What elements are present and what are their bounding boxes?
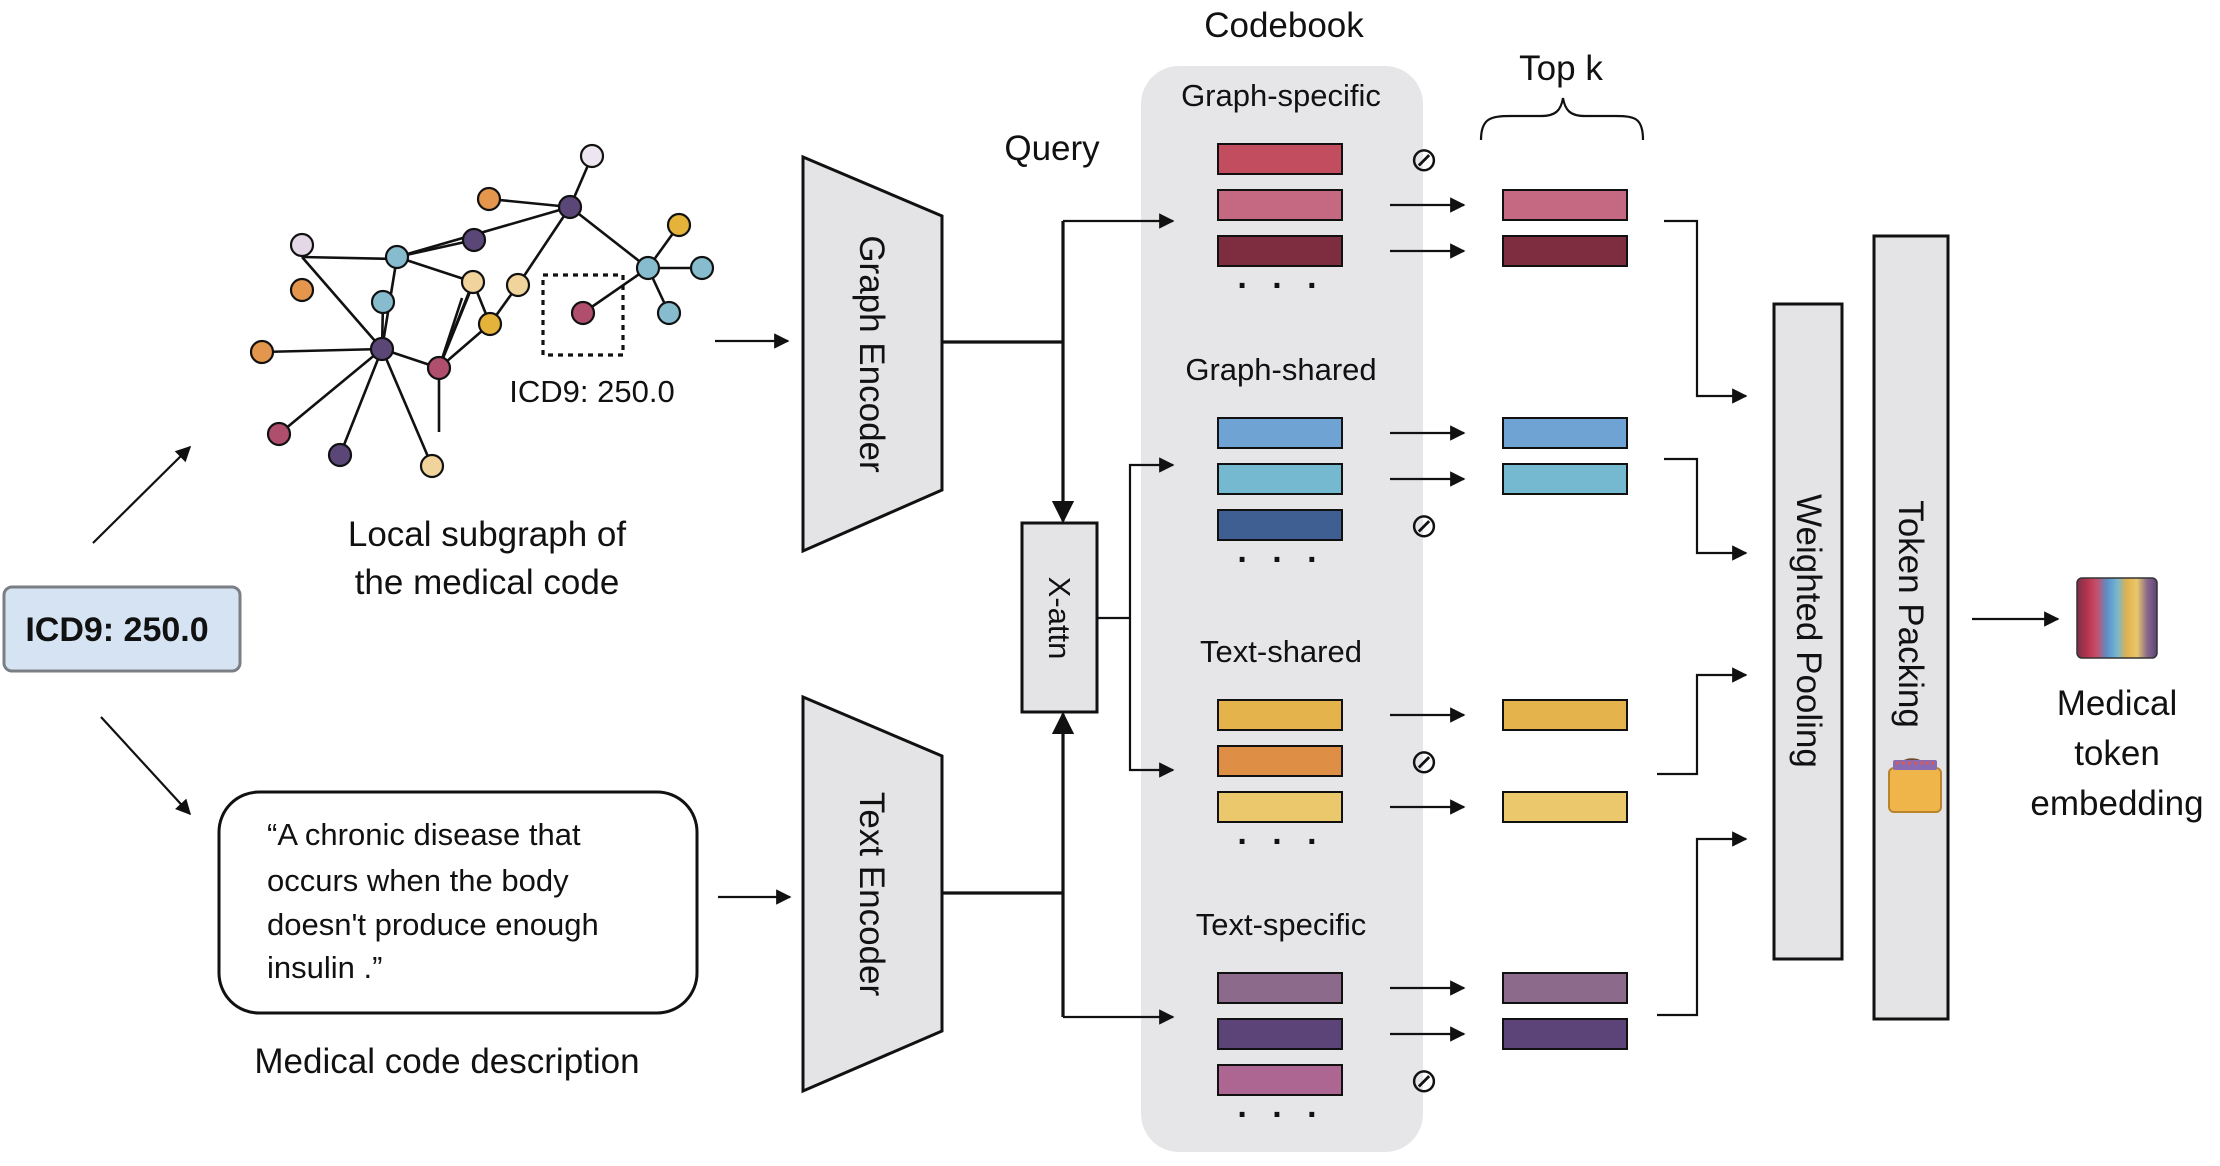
- text-encoder-label: Text Encoder: [852, 792, 891, 997]
- xattn-to-text-shared: [1128, 618, 1175, 778]
- xattn-to-graph-shared: [1128, 457, 1175, 618]
- graph-shared-code-vector-2: [1217, 463, 1343, 495]
- token-packing-label: Token Packing: [1891, 500, 1930, 728]
- graph-encoder-label: Graph Encoder: [852, 235, 891, 473]
- graph-specific-excluded-icon-1: ⊘: [1410, 141, 1439, 179]
- text-specific-topk-vector-1: [1502, 972, 1628, 1004]
- input-code-label: ICD9: 250.0: [25, 611, 208, 649]
- arrow-to-subgraph: [92, 445, 192, 544]
- graph-specific-code-vector-3: [1217, 235, 1343, 267]
- graph-shared-ellipsis: . . .: [1237, 532, 1324, 570]
- graph-shared-topk-vector-2: [1502, 463, 1628, 495]
- description-caption: Medical code description: [254, 1042, 639, 1081]
- text-specific-code-vector-2: [1217, 1018, 1343, 1050]
- text-shared-code-vector-3: [1217, 791, 1343, 823]
- x-attn-label: X-attn: [1042, 577, 1077, 660]
- description-box: [217, 790, 699, 1015]
- graph-shared-code-vector-1: [1217, 417, 1343, 449]
- codebook-panel: [1141, 66, 1423, 1152]
- graph-shared-to-pooling: [1664, 457, 1748, 561]
- graph-specific-to-pooling: [1664, 219, 1748, 404]
- output-caption-line1: Medical: [2057, 684, 2178, 723]
- arrow-to-description: [100, 716, 192, 816]
- subgraph-caption-line2: the medical code: [355, 563, 620, 602]
- text-shared-excluded-icon-2: ⊘: [1410, 743, 1439, 781]
- output-caption-line2: token: [2074, 734, 2160, 773]
- graph-specific-ellipsis: . . .: [1237, 258, 1324, 296]
- graph-shared-code-vector-3: [1217, 509, 1343, 541]
- text-shared-ellipsis: . . .: [1237, 814, 1324, 852]
- text-shared-to-pooling: [1657, 667, 1748, 776]
- text-specific-ellipsis: . . .: [1237, 1087, 1324, 1125]
- local-subgraph: [249, 143, 715, 479]
- text-specific-code-vector-1: [1217, 972, 1343, 1004]
- text-specific-excluded-icon-3: ⊘: [1410, 1062, 1439, 1100]
- description-line-1: “A chronic disease that: [267, 817, 581, 852]
- shopping-bag-icon: [1888, 758, 1942, 813]
- token-packing-box: [1872, 234, 1950, 1021]
- description-line-4: insulin .”: [267, 950, 382, 985]
- highlight-box: [541, 273, 625, 357]
- input-code-box: [2, 585, 242, 673]
- text-shared-code-vector-1: [1217, 699, 1343, 731]
- codebook-title: Codebook: [1204, 6, 1364, 45]
- graph-specific-group-title: Graph-specific: [1181, 78, 1381, 113]
- output-token-embedding: [2076, 577, 2158, 659]
- output-caption-line3: embedding: [2030, 784, 2203, 823]
- query-label: Query: [1004, 129, 1100, 168]
- codebook-groups: Graph-specific ⊘ . . . Graph-shared ⊘ . . . Te…: [1181, 78, 1628, 1125]
- graph-shared-group-title: Graph-shared: [1185, 352, 1376, 387]
- graph-specific-topk-vector-2: [1502, 189, 1628, 221]
- graph-specific-code-vector-1: [1217, 143, 1343, 175]
- subgraph-code-tag: ICD9: 250.0: [509, 374, 674, 409]
- text-encoder: [801, 694, 944, 1094]
- description-line-2: occurs when the body: [267, 863, 569, 898]
- text-specific-group-title: Text-specific: [1196, 907, 1367, 942]
- text-shared-topk-vector-3: [1502, 791, 1628, 823]
- text-specific-to-pooling: [1657, 831, 1748, 1017]
- weighted-pooling-label: Weighted Pooling: [1789, 494, 1828, 768]
- description-line-3: doesn't produce enough: [267, 907, 599, 942]
- graph-shared-topk-vector-1: [1502, 417, 1628, 449]
- text-shared-topk-vector-1: [1502, 699, 1628, 731]
- topk-brace: [1479, 97, 1645, 141]
- weighted-pooling-box: [1772, 302, 1844, 961]
- text-shared-code-vector-2: [1217, 745, 1343, 777]
- graph-specific-topk-vector-3: [1502, 235, 1628, 267]
- text-shared-group-title: Text-shared: [1200, 634, 1362, 669]
- topk-label: Top k: [1519, 49, 1603, 88]
- graph-shared-excluded-icon-3: ⊘: [1410, 507, 1439, 545]
- subgraph-caption-line1: Local subgraph of: [348, 515, 627, 554]
- graph-encoder: [801, 154, 944, 554]
- text-specific-code-vector-3: [1217, 1064, 1343, 1096]
- graph-specific-code-vector-2: [1217, 189, 1343, 221]
- text-specific-topk-vector-2: [1502, 1018, 1628, 1050]
